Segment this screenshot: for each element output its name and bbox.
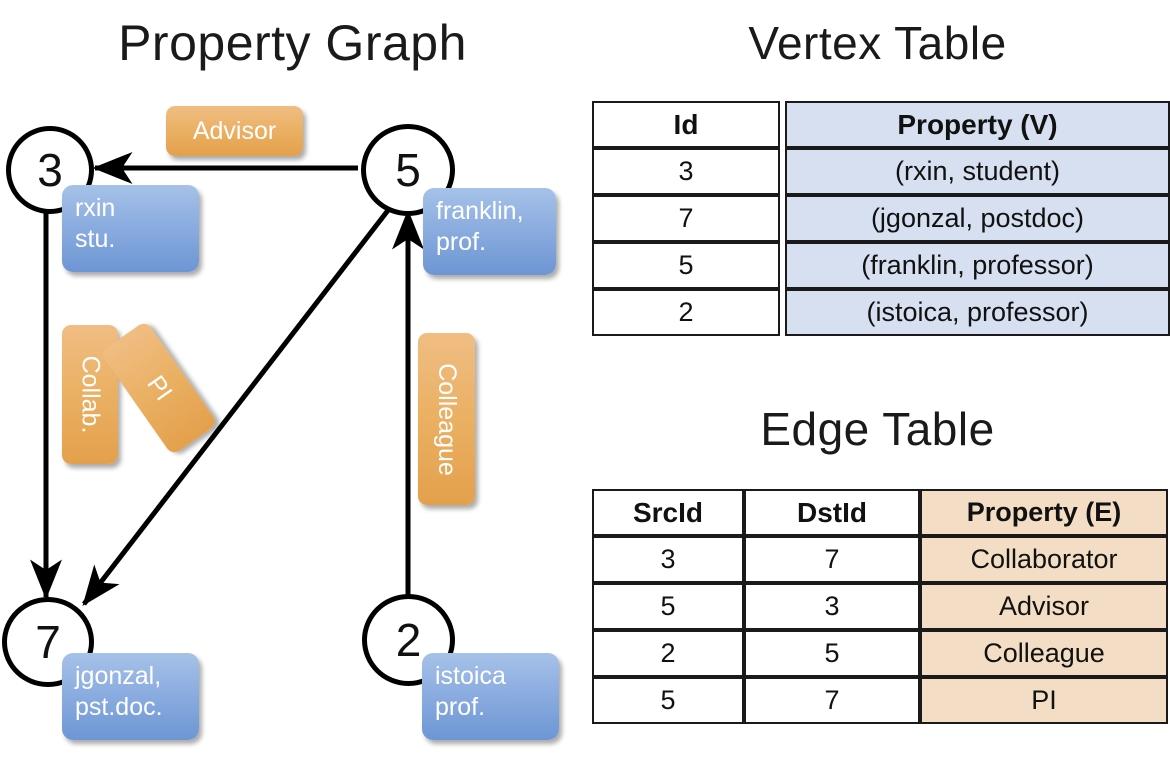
vertex-cell-id: 3 — [592, 148, 780, 195]
vertex-cell-id: 7 — [592, 195, 780, 242]
node-property-box-7: jgonzal, pst.doc. — [62, 653, 199, 740]
vertex-table-header-row: Id Property (V) — [592, 101, 1170, 148]
edge-cell-srcid: 2 — [592, 630, 744, 677]
edge-table-header-property: Property (E) — [920, 489, 1168, 536]
vertex-cell-id: 5 — [592, 242, 780, 289]
vertex-cell-property: (jgonzal, postdoc) — [785, 195, 1170, 242]
page-title-edge-table: Edge Table — [760, 403, 995, 455]
edge-cell-property: Collaborator — [920, 536, 1168, 583]
table-row[interactable]: 3 7 Collaborator — [592, 536, 1168, 583]
edge-cell-dstid: 7 — [744, 536, 920, 583]
table-row[interactable]: 7 (jgonzal, postdoc) — [592, 195, 1170, 242]
edge-label-advisor: Advisor — [166, 106, 303, 156]
node-property-line1-2: istoica — [435, 662, 506, 690]
edge-cell-srcid: 3 — [592, 536, 744, 583]
vertex-cell-property: (istoica, professor) — [785, 289, 1170, 336]
node-property-line2-5: prof. — [436, 228, 487, 257]
node-property-line2-7: pst.doc. — [75, 693, 163, 722]
vertex-table-header-property: Property (V) — [785, 101, 1170, 148]
edge-cell-dstid: 5 — [744, 630, 920, 677]
vertex-cell-property: (franklin, professor) — [785, 242, 1170, 289]
edge-label-colleague-text: Colleague — [433, 362, 461, 476]
node-property-box-5: franklin, prof. — [423, 188, 556, 275]
node-property-box-2: istoica prof. — [422, 653, 559, 740]
edge-label-pi-text: PI — [141, 370, 178, 406]
node-property-line2-2: prof. — [435, 693, 486, 722]
edge-cell-property: PI — [920, 677, 1168, 724]
edge-label-colleague: Colleague — [418, 333, 475, 505]
edge-table-header-dstid: DstId — [744, 489, 920, 536]
vertex-table: Id Property (V) 3 (rxin, student) 7 (jgo… — [592, 101, 1170, 336]
edge-arrow-5-to-7 — [82, 207, 391, 606]
table-row[interactable]: 5 3 Advisor — [592, 583, 1168, 630]
edge-cell-dstid: 7 — [744, 677, 920, 724]
vertex-table-header-id: Id — [592, 101, 780, 148]
vertex-cell-property: (rxin, student) — [785, 148, 1170, 195]
node-property-line1-5: franklin, — [436, 197, 524, 225]
edge-cell-dstid: 3 — [744, 583, 920, 630]
property-graph-diagram: 3 5 7 2 rxin stu. franklin, prof. jgonza… — [2, 106, 559, 740]
edge-cell-srcid: 5 — [592, 583, 744, 630]
table-row[interactable]: 5 (franklin, professor) — [592, 242, 1170, 289]
edge-cell-srcid: 5 — [592, 677, 744, 724]
table-row[interactable]: 3 (rxin, student) — [592, 148, 1170, 195]
edge-table-header-srcid: SrcId — [592, 489, 744, 536]
node-property-box-3: rxin stu. — [62, 185, 199, 272]
edge-cell-property: Advisor — [920, 583, 1168, 630]
node-property-line1-3: rxin — [75, 194, 116, 222]
node-property-line2-3: stu. — [75, 225, 116, 254]
table-row[interactable]: 5 7 PI — [592, 677, 1168, 724]
page-title-property-graph: Property Graph — [118, 15, 467, 71]
edge-cell-property: Colleague — [920, 630, 1168, 677]
edge-label-collab-text: Collab. — [76, 355, 105, 434]
table-row[interactable]: 2 5 Colleague — [592, 630, 1168, 677]
vertex-cell-id: 2 — [592, 289, 780, 336]
graph-node-2[interactable]: 2 — [362, 594, 455, 686]
edge-table-header-row: SrcId DstId Property (E) — [592, 489, 1168, 536]
node-property-line1-7: jgonzal, — [75, 662, 162, 690]
table-row[interactable]: 2 (istoica, professor) — [592, 289, 1170, 336]
graph-edges-layer — [30, 152, 424, 606]
page-title-vertex-table: Vertex Table — [748, 17, 1007, 69]
edge-table: SrcId DstId Property (E) 3 7 Collaborato… — [592, 489, 1168, 724]
